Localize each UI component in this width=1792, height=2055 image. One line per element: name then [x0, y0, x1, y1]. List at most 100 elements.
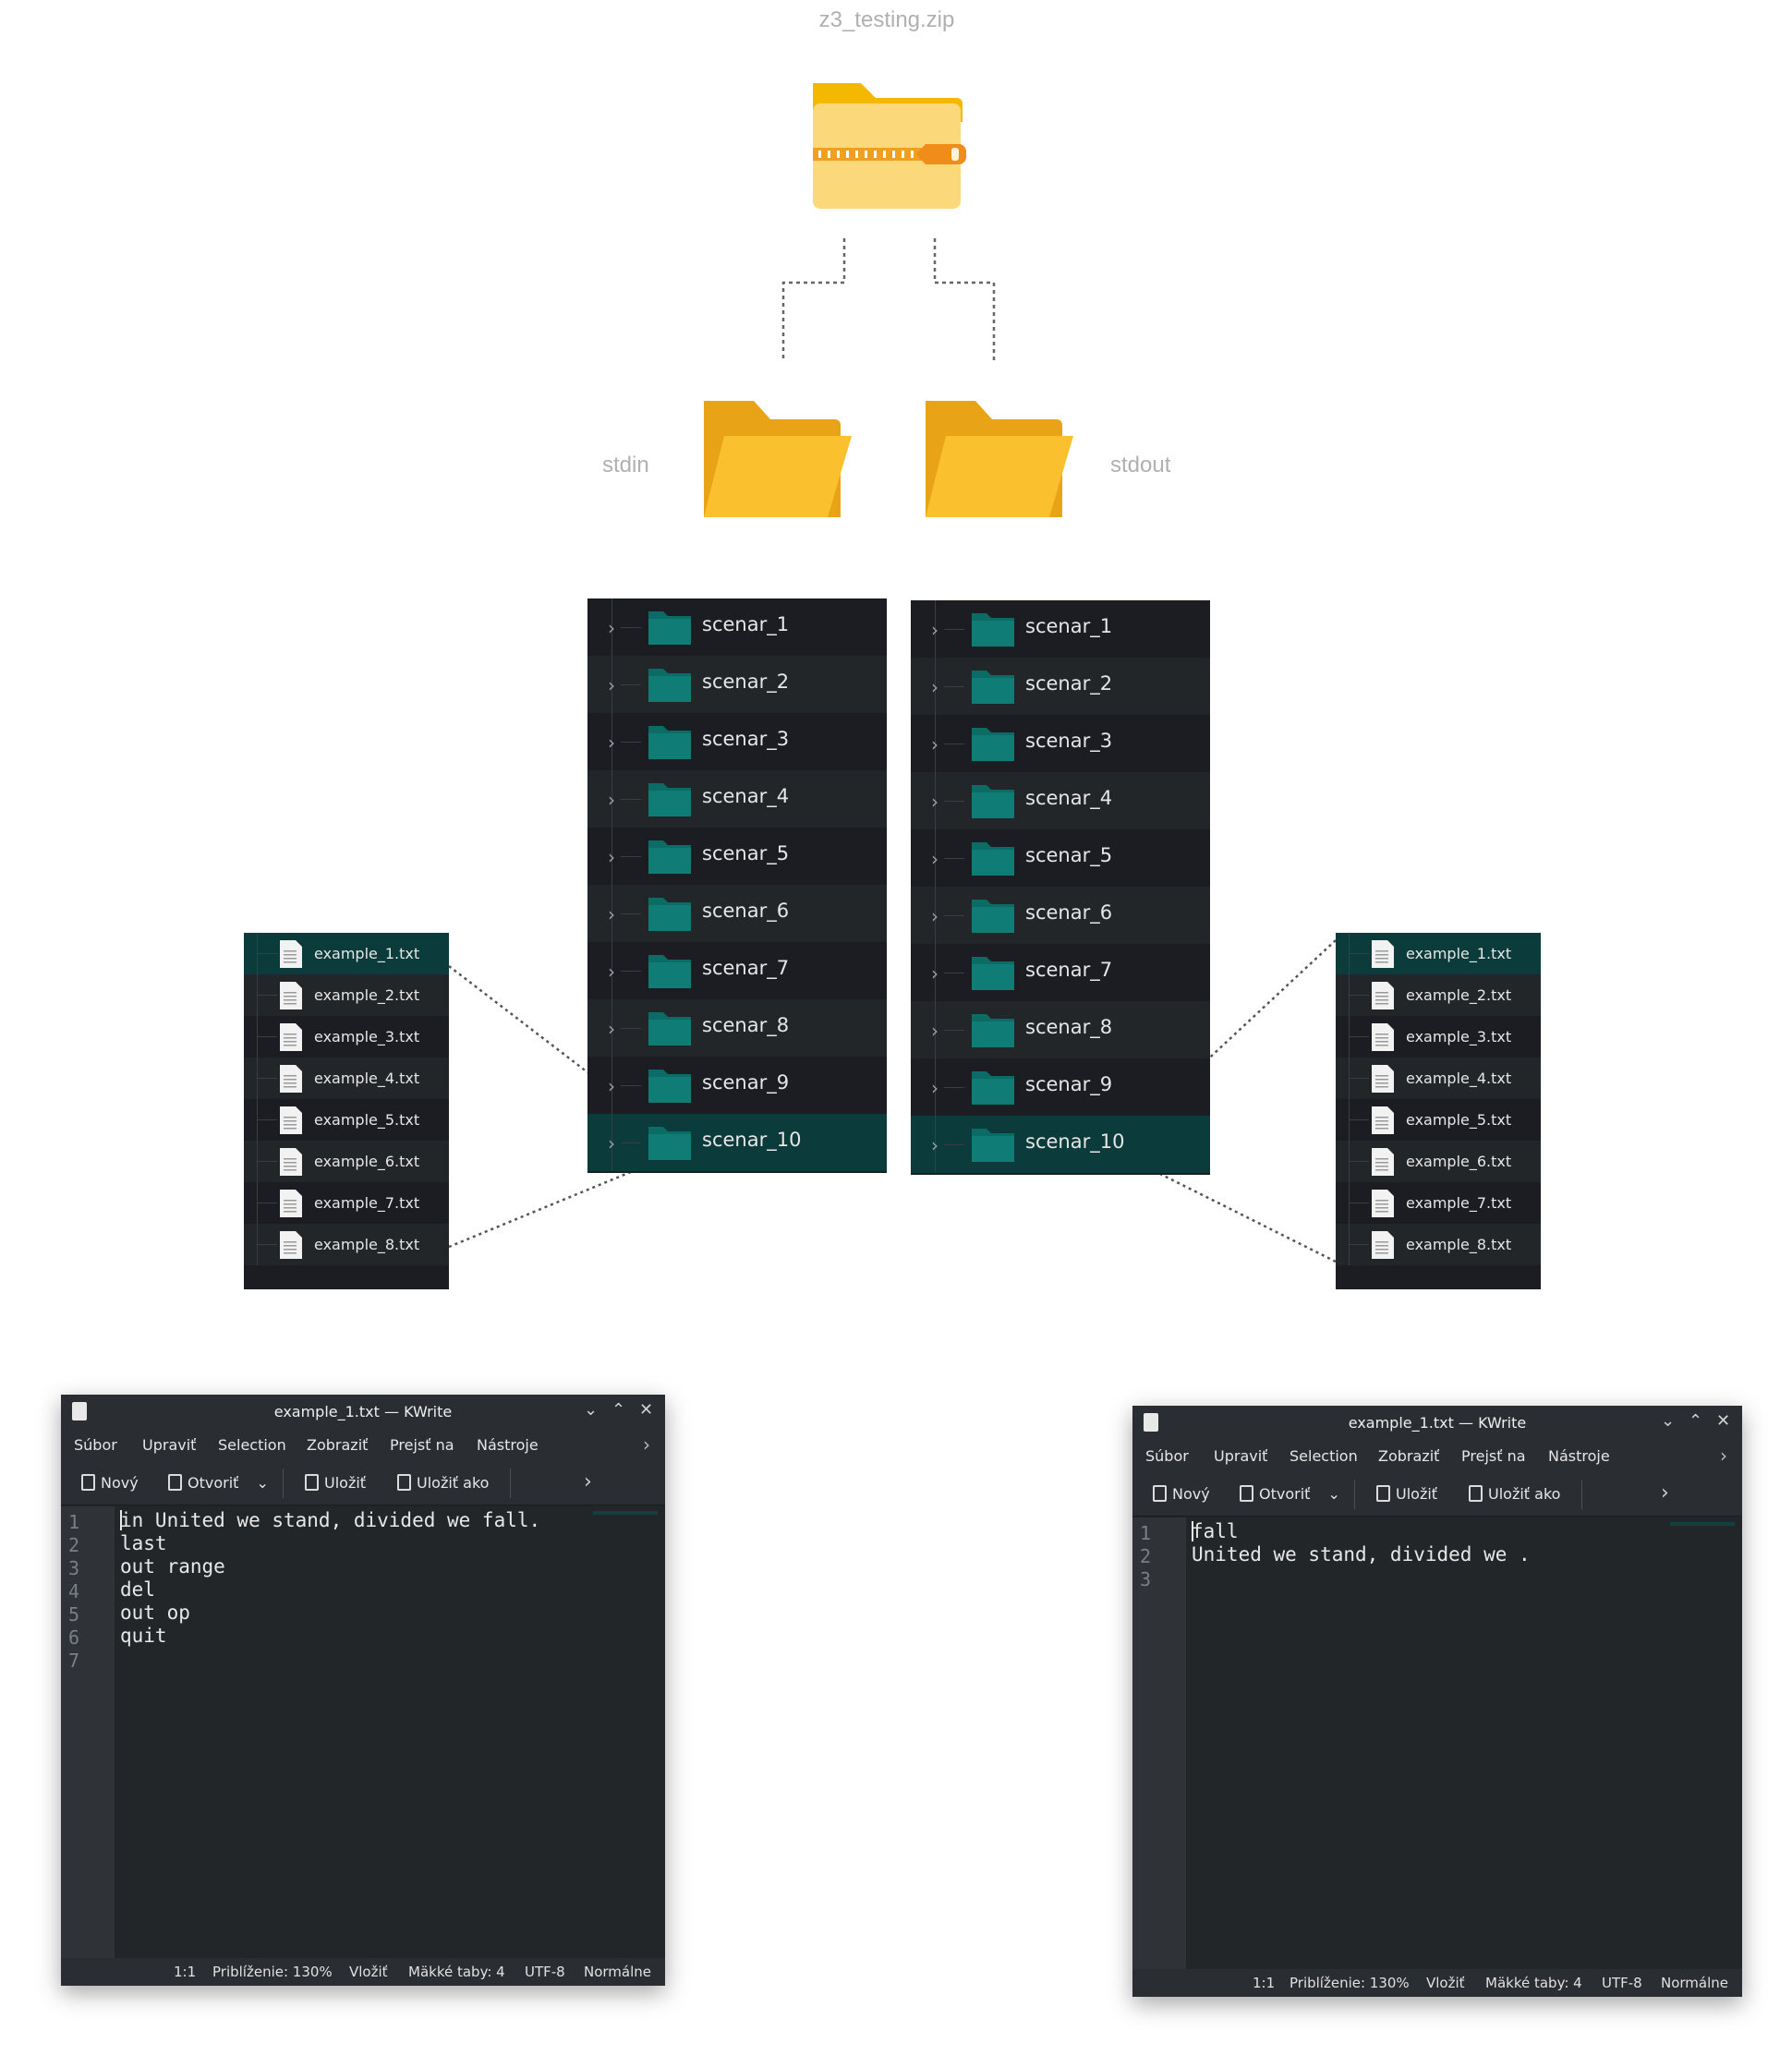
- code-line[interactable]: out op: [120, 1602, 190, 1624]
- chevron-right-icon[interactable]: ›: [584, 1470, 592, 1493]
- maximize-icon[interactable]: ⌃: [1689, 1411, 1703, 1431]
- menu-go[interactable]: Prejsť na: [390, 1436, 454, 1454]
- file-row[interactable]: example_5.txt: [244, 1099, 449, 1141]
- expand-chevron-icon[interactable]: ›: [931, 1134, 938, 1156]
- open-button[interactable]: Otvoriť ⌄: [168, 1474, 269, 1492]
- new-button[interactable]: Nový: [81, 1474, 139, 1492]
- zoom-level[interactable]: Priblíženie: 130%: [212, 1964, 333, 1980]
- file-row[interactable]: example_8.txt: [244, 1224, 449, 1265]
- menu-selection[interactable]: Selection: [218, 1436, 286, 1454]
- folder-row[interactable]: ›scenar_1: [587, 598, 887, 656]
- expand-chevron-icon[interactable]: ›: [608, 903, 615, 925]
- close-icon[interactable]: ✕: [639, 1400, 654, 1420]
- expand-chevron-icon[interactable]: ›: [931, 733, 938, 756]
- file-row[interactable]: example_4.txt: [244, 1058, 449, 1099]
- folder-row[interactable]: ›scenar_9: [587, 1057, 887, 1114]
- expand-chevron-icon[interactable]: ›: [931, 676, 938, 698]
- syntax-mode[interactable]: Normálne: [1661, 1975, 1729, 1991]
- save-as-button[interactable]: Uložiť ako: [1469, 1485, 1560, 1503]
- indent-setting[interactable]: Mäkké taby: 4: [408, 1964, 505, 1980]
- code-line[interactable]: last: [120, 1532, 167, 1554]
- expand-chevron-icon[interactable]: ›: [931, 962, 938, 985]
- input-mode[interactable]: Vložiť: [349, 1964, 388, 1980]
- file-row[interactable]: example_2.txt: [244, 974, 449, 1016]
- file-row[interactable]: example_3.txt: [1336, 1016, 1541, 1058]
- code-line[interactable]: quit: [120, 1625, 167, 1647]
- file-row[interactable]: example_1.txt: [1336, 933, 1541, 974]
- expand-chevron-icon[interactable]: ›: [608, 789, 615, 811]
- code-line[interactable]: fall: [1192, 1520, 1239, 1542]
- folder-row[interactable]: ›scenar_7: [911, 944, 1210, 1001]
- file-row[interactable]: example_2.txt: [1336, 974, 1541, 1016]
- chevron-right-icon[interactable]: ›: [643, 1433, 650, 1456]
- folder-row[interactable]: ›scenar_10: [911, 1116, 1210, 1173]
- expand-chevron-icon[interactable]: ›: [608, 1018, 615, 1040]
- menu-file[interactable]: Súbor: [1145, 1447, 1189, 1465]
- folder-row[interactable]: ›scenar_2: [911, 658, 1210, 715]
- chevron-right-icon[interactable]: ›: [1720, 1445, 1727, 1467]
- folder-row[interactable]: ›scenar_1: [911, 600, 1210, 658]
- code-line[interactable]: out range: [120, 1555, 225, 1578]
- text-editor[interactable]: [1186, 1517, 1742, 1969]
- folder-row[interactable]: ›scenar_4: [587, 770, 887, 828]
- folder-row[interactable]: ›scenar_10: [587, 1114, 887, 1171]
- menu-edit[interactable]: Upraviť: [1214, 1447, 1268, 1465]
- expand-chevron-icon[interactable]: ›: [931, 1020, 938, 1042]
- file-row[interactable]: example_8.txt: [1336, 1224, 1541, 1265]
- expand-chevron-icon[interactable]: ›: [608, 674, 615, 696]
- input-mode[interactable]: Vložiť: [1426, 1975, 1465, 1991]
- file-row[interactable]: example_7.txt: [1336, 1182, 1541, 1224]
- save-button[interactable]: Uložiť: [1376, 1485, 1437, 1503]
- folder-row[interactable]: ›scenar_7: [587, 942, 887, 999]
- encoding[interactable]: UTF-8: [1602, 1975, 1642, 1991]
- code-line[interactable]: in United we stand, divided we fall.: [120, 1509, 541, 1531]
- folder-row[interactable]: ›scenar_2: [587, 656, 887, 713]
- save-button[interactable]: Uložiť: [305, 1474, 366, 1492]
- save-as-button[interactable]: Uložiť ako: [397, 1474, 489, 1492]
- expand-chevron-icon[interactable]: ›: [931, 848, 938, 870]
- folder-row[interactable]: ›scenar_4: [911, 772, 1210, 829]
- indent-setting[interactable]: Mäkké taby: 4: [1485, 1975, 1582, 1991]
- menu-tools[interactable]: Nástroje: [1548, 1447, 1610, 1465]
- file-row[interactable]: example_6.txt: [244, 1141, 449, 1182]
- folder-row[interactable]: ›scenar_8: [587, 999, 887, 1057]
- expand-chevron-icon[interactable]: ›: [608, 1075, 615, 1097]
- expand-chevron-icon[interactable]: ›: [931, 619, 938, 641]
- menu-go[interactable]: Prejsť na: [1461, 1447, 1526, 1465]
- folder-row[interactable]: ›scenar_6: [911, 887, 1210, 944]
- menu-edit[interactable]: Upraviť: [142, 1436, 197, 1454]
- minimize-icon[interactable]: ⌄: [1661, 1411, 1676, 1431]
- encoding[interactable]: UTF-8: [525, 1964, 565, 1980]
- folder-row[interactable]: ›scenar_5: [911, 829, 1210, 887]
- text-editor[interactable]: [115, 1506, 665, 1958]
- folder-row[interactable]: ›scenar_3: [911, 715, 1210, 772]
- folder-row[interactable]: ›scenar_8: [911, 1001, 1210, 1058]
- folder-row[interactable]: ›scenar_5: [587, 828, 887, 885]
- cursor-position[interactable]: 1:1: [174, 1964, 197, 1980]
- file-row[interactable]: example_5.txt: [1336, 1099, 1541, 1141]
- zoom-level[interactable]: Priblíženie: 130%: [1290, 1975, 1410, 1991]
- open-button[interactable]: Otvoriť ⌄: [1240, 1485, 1340, 1503]
- cursor-position[interactable]: 1:1: [1253, 1975, 1276, 1991]
- expand-chevron-icon[interactable]: ›: [608, 731, 615, 754]
- folder-row[interactable]: ›scenar_6: [587, 885, 887, 942]
- file-row[interactable]: example_3.txt: [244, 1016, 449, 1058]
- expand-chevron-icon[interactable]: ›: [608, 961, 615, 983]
- file-row[interactable]: example_7.txt: [244, 1182, 449, 1224]
- expand-chevron-icon[interactable]: ›: [608, 617, 615, 639]
- code-line[interactable]: del: [120, 1578, 155, 1601]
- expand-chevron-icon[interactable]: ›: [608, 1132, 615, 1154]
- menu-selection[interactable]: Selection: [1290, 1447, 1358, 1465]
- syntax-mode[interactable]: Normálne: [584, 1964, 652, 1980]
- close-icon[interactable]: ✕: [1716, 1411, 1731, 1431]
- new-button[interactable]: Nový: [1153, 1485, 1210, 1503]
- minimap[interactable]: [593, 1511, 658, 1515]
- file-row[interactable]: example_6.txt: [1336, 1141, 1541, 1182]
- menu-view[interactable]: Zobraziť: [307, 1436, 369, 1454]
- minimize-icon[interactable]: ⌄: [584, 1400, 599, 1420]
- maximize-icon[interactable]: ⌃: [611, 1400, 626, 1420]
- expand-chevron-icon[interactable]: ›: [931, 905, 938, 927]
- expand-chevron-icon[interactable]: ›: [931, 791, 938, 813]
- menu-view[interactable]: Zobraziť: [1378, 1447, 1440, 1465]
- expand-chevron-icon[interactable]: ›: [608, 846, 615, 868]
